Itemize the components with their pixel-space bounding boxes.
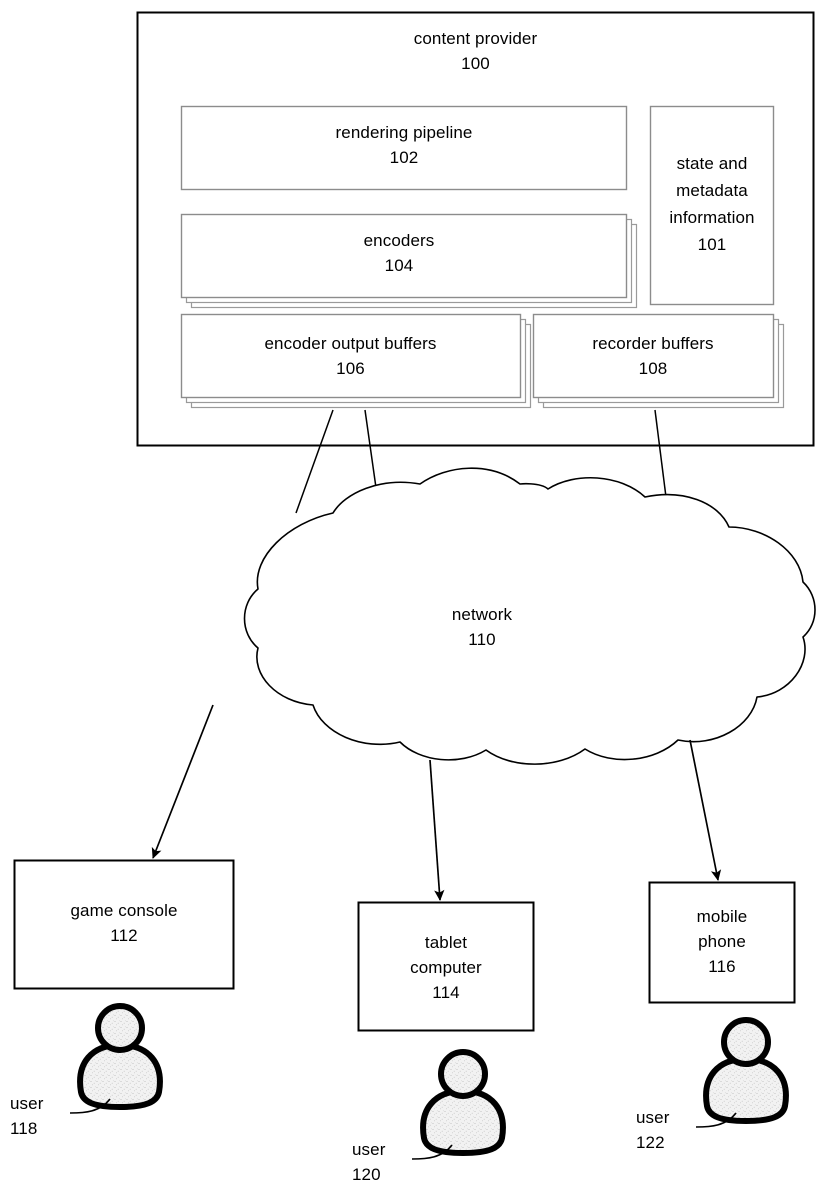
network-cloud-shape (243, 467, 816, 765)
encoders-label: encoders 104 (363, 231, 435, 275)
rendering-pipeline-label: rendering pipeline 102 (335, 123, 473, 167)
recorder-buffers-box (532, 313, 775, 399)
arrow-to-game-console (151, 704, 214, 859)
user-118-leader-line (69, 1098, 111, 1114)
user-122-leader-line (695, 1112, 737, 1128)
state-and-metadata-information-label: state and metadata information 101 (669, 154, 755, 254)
user-118-icon (77, 1003, 163, 1110)
connector-recorder-buffers (654, 409, 668, 506)
rendering-pipeline-box (180, 105, 628, 191)
arrow-to-mobile-phone (689, 739, 722, 881)
arrow-to-tablet-computer (429, 759, 445, 901)
user-120-icon (420, 1049, 506, 1156)
tablet-computer-box (357, 901, 535, 1032)
connector-encoder-output-buffers-left (295, 409, 334, 514)
user-118-label: user 118 (10, 1094, 44, 1138)
network-label: network 110 (451, 605, 513, 649)
game-console-label: game console 112 (70, 901, 178, 945)
encoder-output-buffers-label: encoder output buffers 106 (264, 334, 437, 378)
recorder-buffers-label: recorder buffers 108 (592, 334, 714, 378)
mobile-phone-label: mobile phone 116 (696, 907, 748, 976)
encoders-box (180, 213, 628, 299)
content-provider-label: content provider 100 (413, 29, 538, 73)
user-120-label: user 120 (352, 1140, 386, 1184)
user-120-leader-line (411, 1144, 453, 1160)
user-122-icon (703, 1017, 789, 1124)
encoder-output-buffers-box (180, 313, 522, 399)
mobile-phone-box (648, 881, 796, 1004)
tablet-computer-label: tablet computer 114 (410, 933, 482, 1002)
state-and-metadata-information-box (649, 105, 775, 306)
user-122-label: user 122 (636, 1108, 670, 1152)
game-console-box (13, 859, 235, 990)
